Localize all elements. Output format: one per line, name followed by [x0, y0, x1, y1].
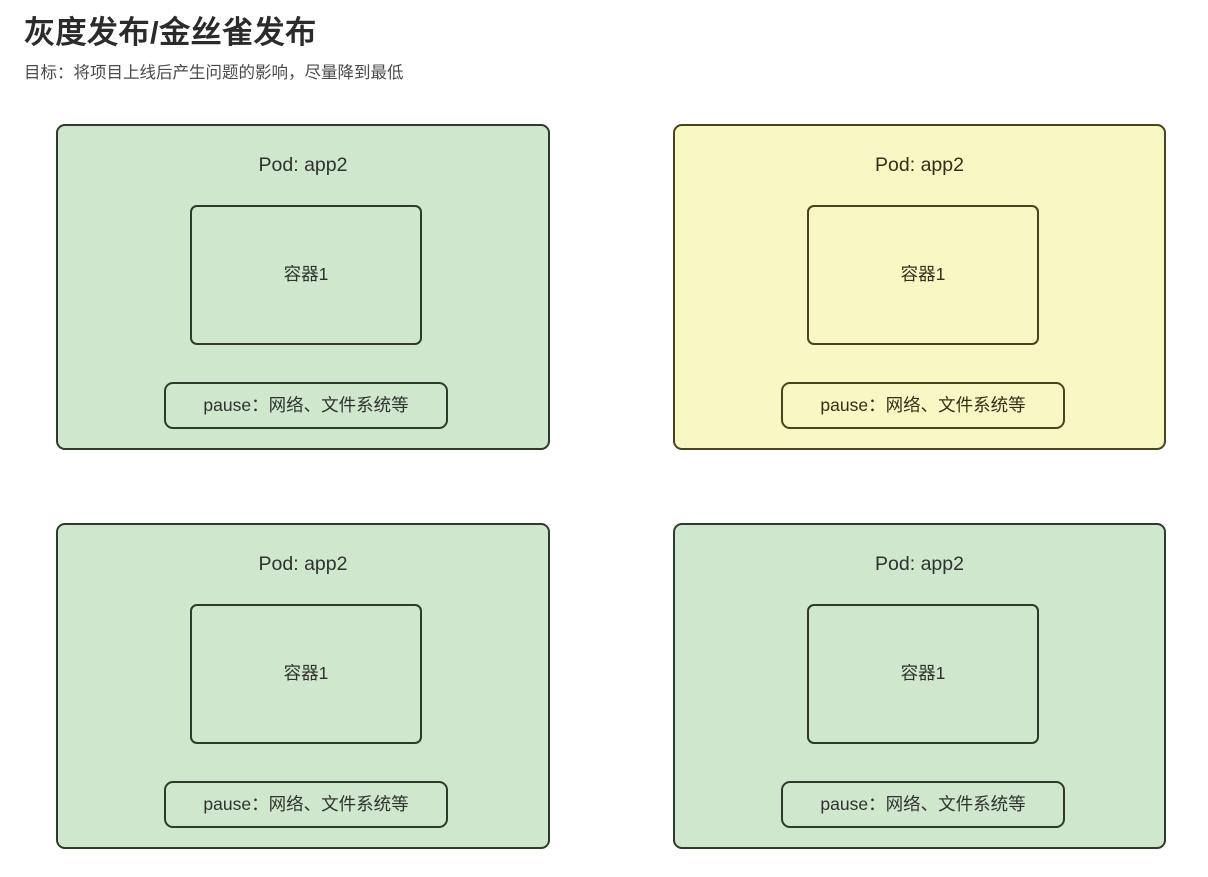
page-title: 灰度发布/金丝雀发布: [24, 15, 317, 50]
page-subtitle: 目标：将项目上线后产生问题的影响，尽量降到最低: [24, 63, 404, 82]
pause-container-box: pause：网络、文件系统等: [781, 781, 1065, 828]
pause-container-box: pause：网络、文件系统等: [164, 781, 448, 828]
container-box: 容器1: [190, 604, 422, 744]
pod-card-bottom-left: Pod: app2 容器1 pause：网络、文件系统等: [56, 523, 550, 849]
pause-container-label: pause：网络、文件系统等: [203, 394, 409, 415]
pod-card-top-left: Pod: app2 容器1 pause：网络、文件系统等: [56, 124, 550, 450]
pod-title: Pod: app2: [875, 553, 964, 575]
container-label: 容器1: [900, 264, 946, 285]
pause-container-label: pause：网络、文件系统等: [203, 793, 409, 814]
pod-card-top-right: Pod: app2 容器1 pause：网络、文件系统等: [673, 124, 1166, 450]
pause-container-box: pause：网络、文件系统等: [164, 382, 448, 429]
container-box: 容器1: [807, 604, 1039, 744]
pod-card-bottom-right: Pod: app2 容器1 pause：网络、文件系统等: [673, 523, 1166, 849]
container-box: 容器1: [807, 205, 1039, 345]
container-label: 容器1: [900, 663, 946, 684]
page-header: 灰度发布/金丝雀发布 目标：将项目上线后产生问题的影响，尽量降到最低: [24, 14, 1124, 85]
pod-title: Pod: app2: [258, 553, 348, 575]
container-label: 容器1: [283, 663, 329, 684]
pod-title: Pod: app2: [875, 154, 964, 176]
pause-container-box: pause：网络、文件系统等: [781, 382, 1065, 429]
pause-container-label: pause：网络、文件系统等: [820, 394, 1026, 415]
container-box: 容器1: [190, 205, 422, 345]
pause-container-label: pause：网络、文件系统等: [820, 793, 1026, 814]
pod-title: Pod: app2: [258, 154, 348, 176]
container-label: 容器1: [283, 264, 329, 285]
